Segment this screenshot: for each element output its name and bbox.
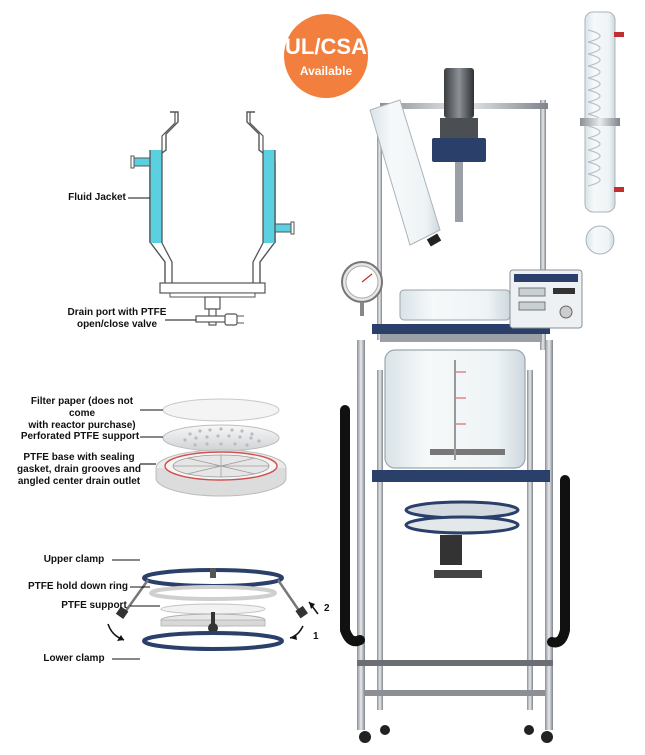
label-fluid-jacket: Fluid Jacket (68, 192, 126, 203)
label-ptfe-base: PTFE base with sealing gasket, drain gro… (17, 452, 141, 487)
jacket-fluid-left (150, 150, 162, 243)
jacket-cross-section (130, 111, 295, 326)
clamp-assembly (107, 568, 319, 651)
gauge-icon (341, 261, 383, 316)
step-1-number: 1 (313, 631, 319, 642)
hold-down-ring (149, 585, 277, 601)
label-drain-port: Drain port with PTFE open/close valve (67, 307, 167, 330)
label-ptfe-support: PTFE support (61, 600, 127, 611)
lower-clamp (142, 631, 284, 651)
reactor-system (340, 11, 624, 743)
filter-stack (155, 398, 287, 497)
badge-title: UL/CSA (285, 34, 367, 59)
ul-csa-badge: UL/CSA Available (284, 14, 368, 98)
label-lower-clamp: Lower clamp (43, 653, 105, 664)
motor-icon (432, 68, 486, 222)
label-hold-down-ring: PTFE hold down ring (28, 581, 128, 592)
condenser-icon (580, 11, 624, 255)
label-perforated-support: Perforated PTFE support (20, 431, 140, 442)
funnel-icon (369, 99, 442, 247)
badge-subtitle: Available (299, 64, 353, 78)
control-box (509, 269, 583, 329)
label-filter-paper: Filter paper (does not come with reactor… (28, 396, 136, 431)
jacket-fluid-right (263, 150, 275, 243)
step-2-number: 2 (324, 603, 330, 614)
label-upper-clamp: Upper clamp (43, 554, 105, 565)
filter-paper (162, 398, 280, 422)
